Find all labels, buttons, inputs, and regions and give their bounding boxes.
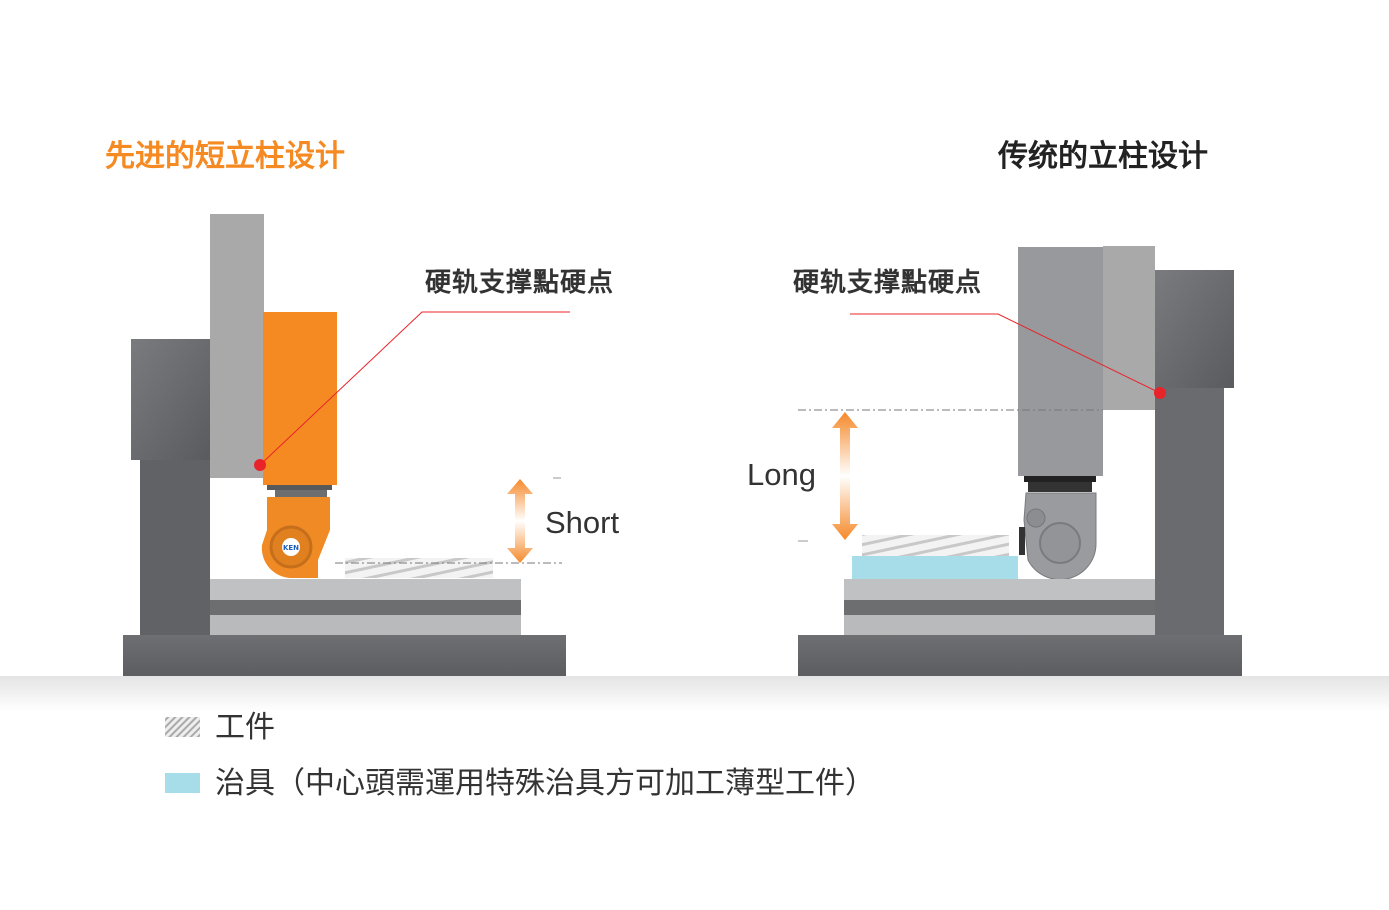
orange-carriage [263, 312, 337, 485]
workpiece-swatch [165, 717, 200, 737]
column-slide [1103, 246, 1155, 410]
workpiece [862, 535, 1009, 556]
legend: 工件 治具（中心頭需運用特殊治具方可加工薄型工件） [165, 710, 875, 801]
long-arrow [832, 412, 858, 540]
workpiece [345, 558, 493, 578]
spindle-neck [1028, 482, 1092, 492]
right-title: 传统的立柱设计 [997, 139, 1208, 174]
traditional-column-machine: Long 硬轨支撑點硬点 [747, 246, 1242, 676]
spindle-neck [275, 490, 327, 498]
legend-workpiece-label: 工件 [215, 710, 275, 745]
legend-fixture-label: 治具（中心頭需運用特殊治具方可加工薄型工件） [215, 766, 875, 801]
callout-line [850, 313, 1161, 394]
right-support-label: 硬轨支撑點硬点 [793, 267, 982, 298]
head-knob [1026, 508, 1046, 528]
column-upper [131, 339, 210, 460]
spindle-plate [267, 485, 332, 490]
table-bottom [210, 615, 521, 635]
table-bottom [844, 615, 1155, 635]
fixture [852, 556, 1018, 579]
long-label: Long [747, 457, 816, 492]
fixture-swatch [165, 773, 200, 793]
callout-line [259, 311, 570, 466]
head-side-block [1019, 527, 1025, 555]
left-title: 先进的短立柱设计 [105, 139, 345, 174]
head-ring [1039, 522, 1081, 564]
table-rail [844, 600, 1155, 615]
spindle-plate [1024, 476, 1096, 482]
hard-rail-point-marker [254, 459, 266, 471]
short-arrow [507, 479, 533, 563]
column-slide [210, 214, 264, 478]
short-label: Short [545, 505, 619, 540]
ken-logo: KEN [283, 544, 299, 552]
floor-shadow [0, 676, 1389, 712]
logo-disc [282, 538, 300, 556]
machine-base [798, 635, 1242, 676]
machine-base [123, 635, 566, 676]
column-upper [1155, 270, 1234, 388]
column-lower [140, 460, 210, 635]
table-top [210, 579, 521, 600]
hard-rail-point-marker [1154, 387, 1166, 399]
table-rail [210, 600, 521, 615]
ram [1018, 247, 1103, 476]
table-top [844, 579, 1155, 600]
left-support-label: 硬轨支撑點硬点 [425, 267, 614, 298]
column-lower [1155, 388, 1224, 635]
short-column-machine: KEN Short 硬轨支撑點硬点 [123, 214, 619, 676]
